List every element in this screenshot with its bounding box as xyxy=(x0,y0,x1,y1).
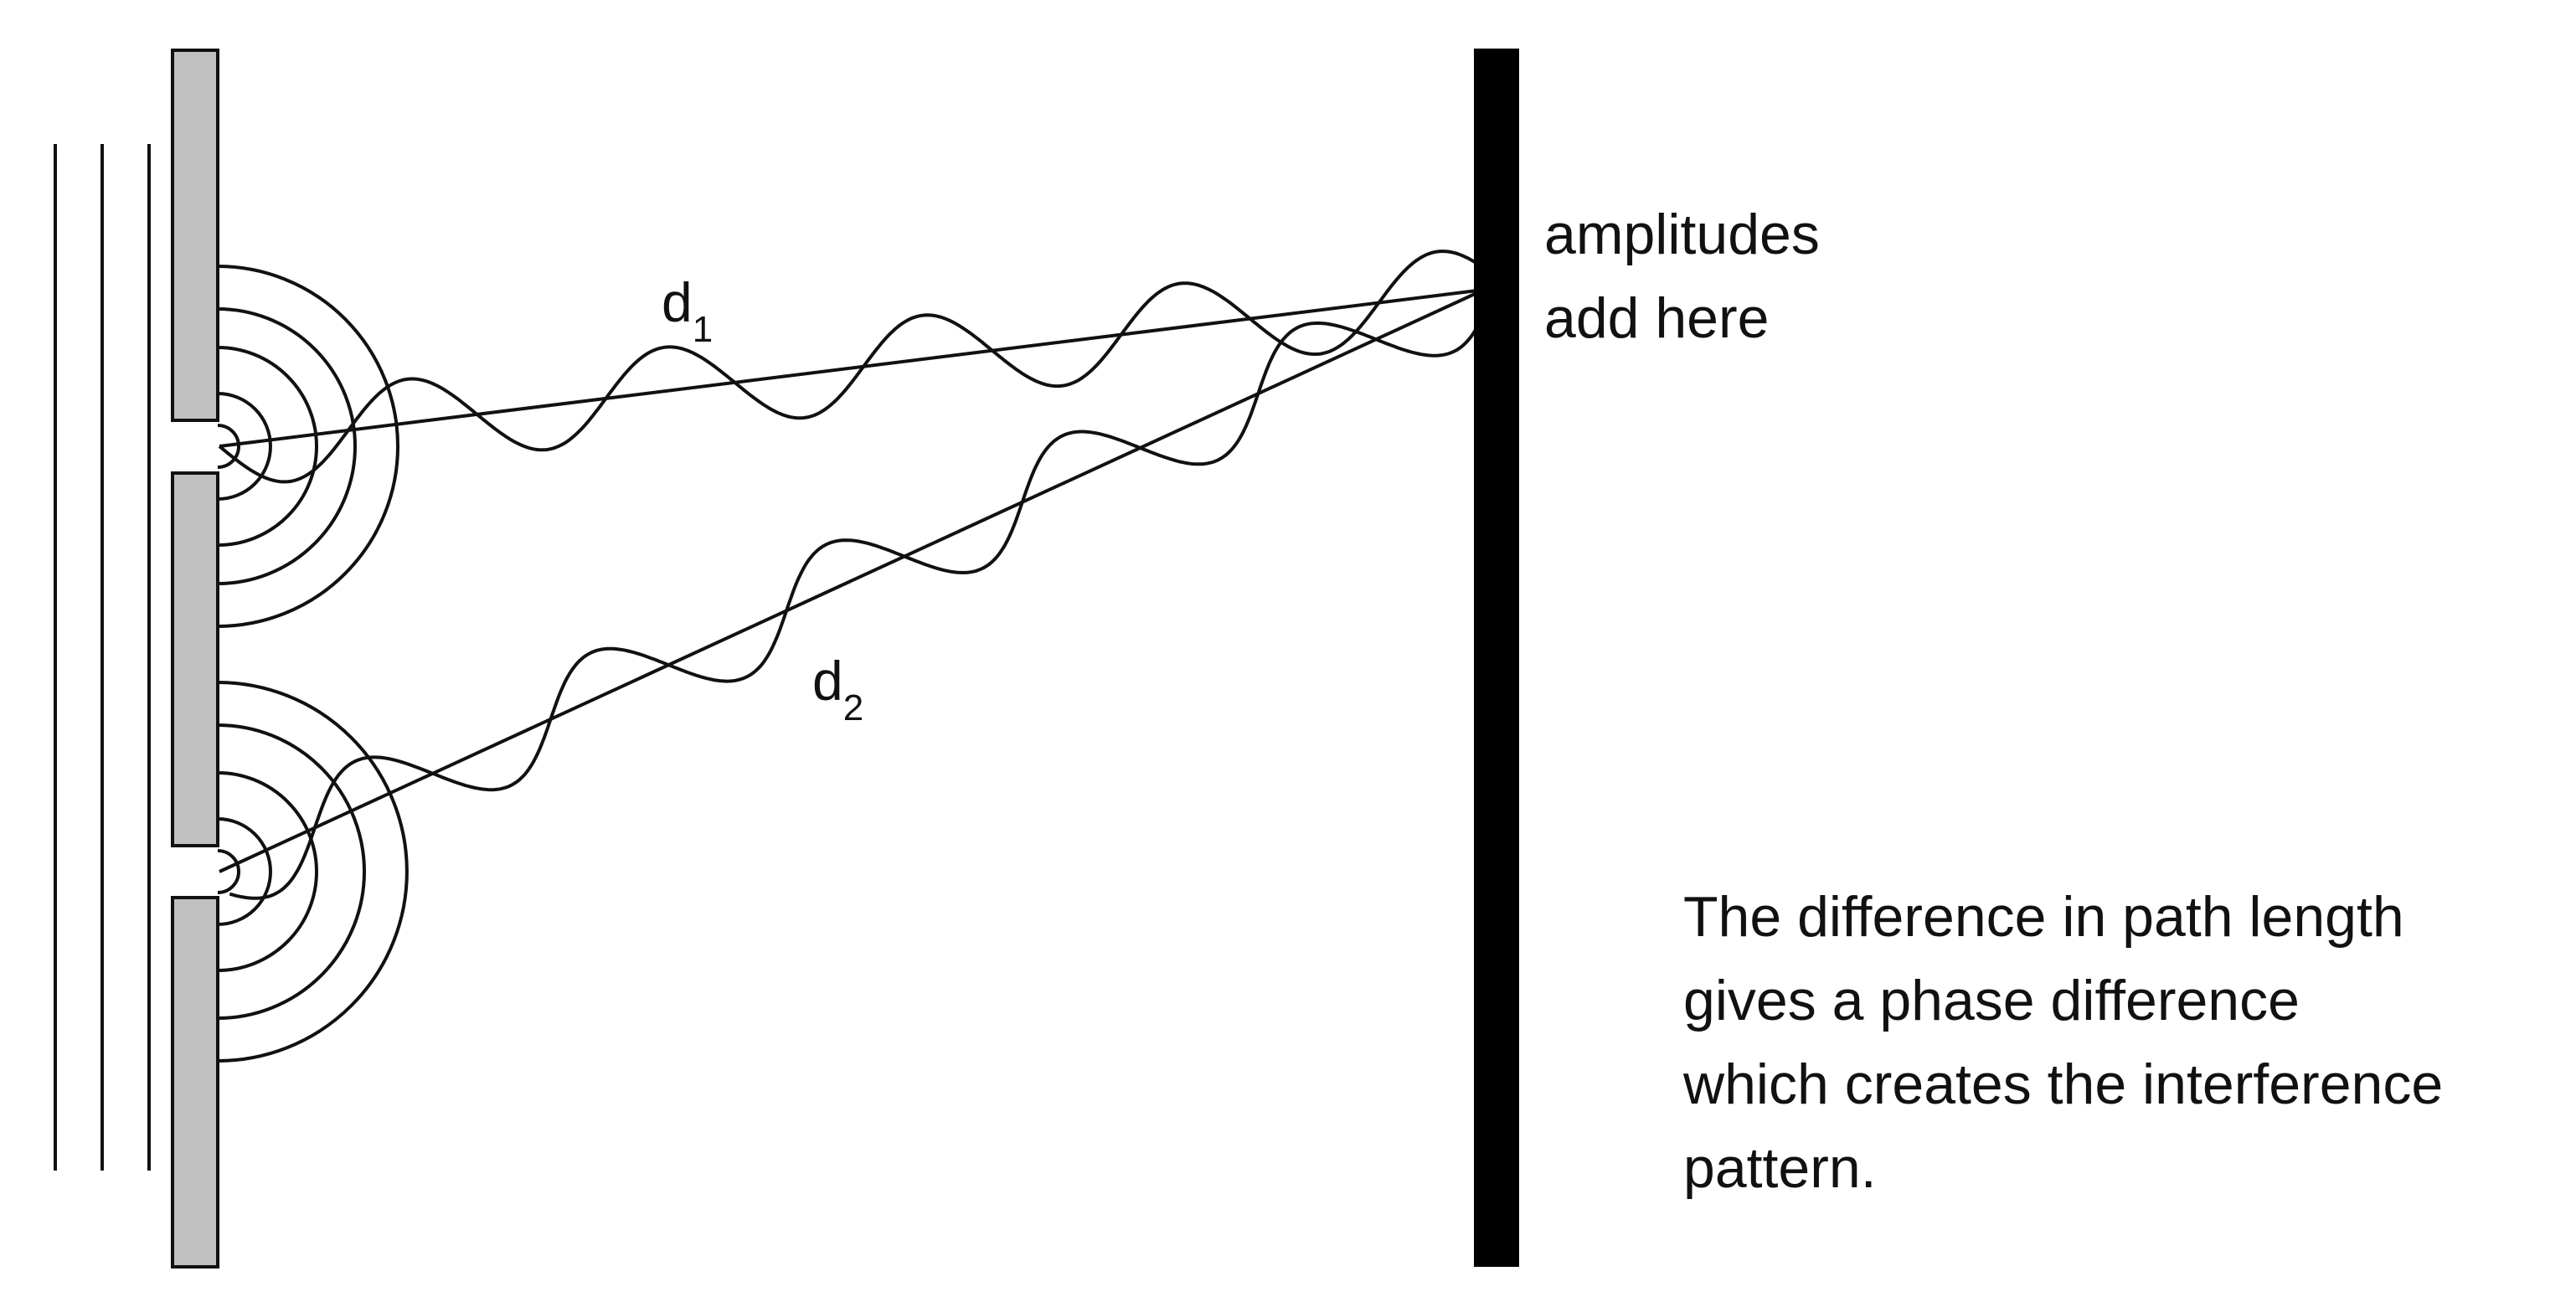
label-d1-base: d xyxy=(662,271,693,333)
amplitudes-note-line: amplitudes xyxy=(1544,203,1820,266)
diffraction-arc xyxy=(217,346,318,547)
label-d2-subscript: 2 xyxy=(843,687,863,728)
diffraction-arc xyxy=(217,849,240,894)
explanation-line: gives a phase difference xyxy=(1683,969,2300,1032)
path-d2-line xyxy=(219,288,1485,873)
explanation-line: pattern. xyxy=(1683,1136,1877,1200)
label-d1: d1 xyxy=(662,271,713,350)
label-d2: d2 xyxy=(812,650,863,728)
incident-wavefronts xyxy=(54,144,151,1171)
label-d1-subscript: 1 xyxy=(693,309,713,350)
diffraction-arc xyxy=(217,681,409,1063)
detection-screen xyxy=(1474,49,1519,1267)
barrier-segment-bottom xyxy=(171,896,219,1269)
slit-barrier xyxy=(171,49,219,1269)
explanation-line: which creates the interference xyxy=(1682,1052,2443,1116)
explanation-text: The difference in path length gives a ph… xyxy=(1682,885,2459,1200)
amplitudes-note-line: add here xyxy=(1544,286,1769,350)
wave-d2 xyxy=(229,299,1491,900)
explanation-line: The difference in path length xyxy=(1683,885,2404,949)
diffraction-arc xyxy=(217,265,399,628)
waves xyxy=(218,250,1491,900)
label-d2-base: d xyxy=(812,650,843,712)
diffraction-arc xyxy=(217,817,272,926)
diffraction-arc xyxy=(217,307,357,585)
barrier-segment-top xyxy=(171,49,219,422)
diffraction-arc xyxy=(217,424,240,469)
diffraction-arc xyxy=(217,723,366,1020)
diffraction-arcs-slit-1 xyxy=(217,265,399,628)
diffraction-arc xyxy=(217,771,318,972)
barrier-segment-middle xyxy=(171,471,219,847)
path-d1-line xyxy=(219,288,1485,448)
wave-d1 xyxy=(218,250,1482,484)
diffraction-arcs-slit-2 xyxy=(217,681,409,1063)
amplitudes-note: amplitudes add here xyxy=(1544,203,1836,350)
path-lines xyxy=(219,288,1485,873)
diffraction-arc xyxy=(217,392,272,501)
